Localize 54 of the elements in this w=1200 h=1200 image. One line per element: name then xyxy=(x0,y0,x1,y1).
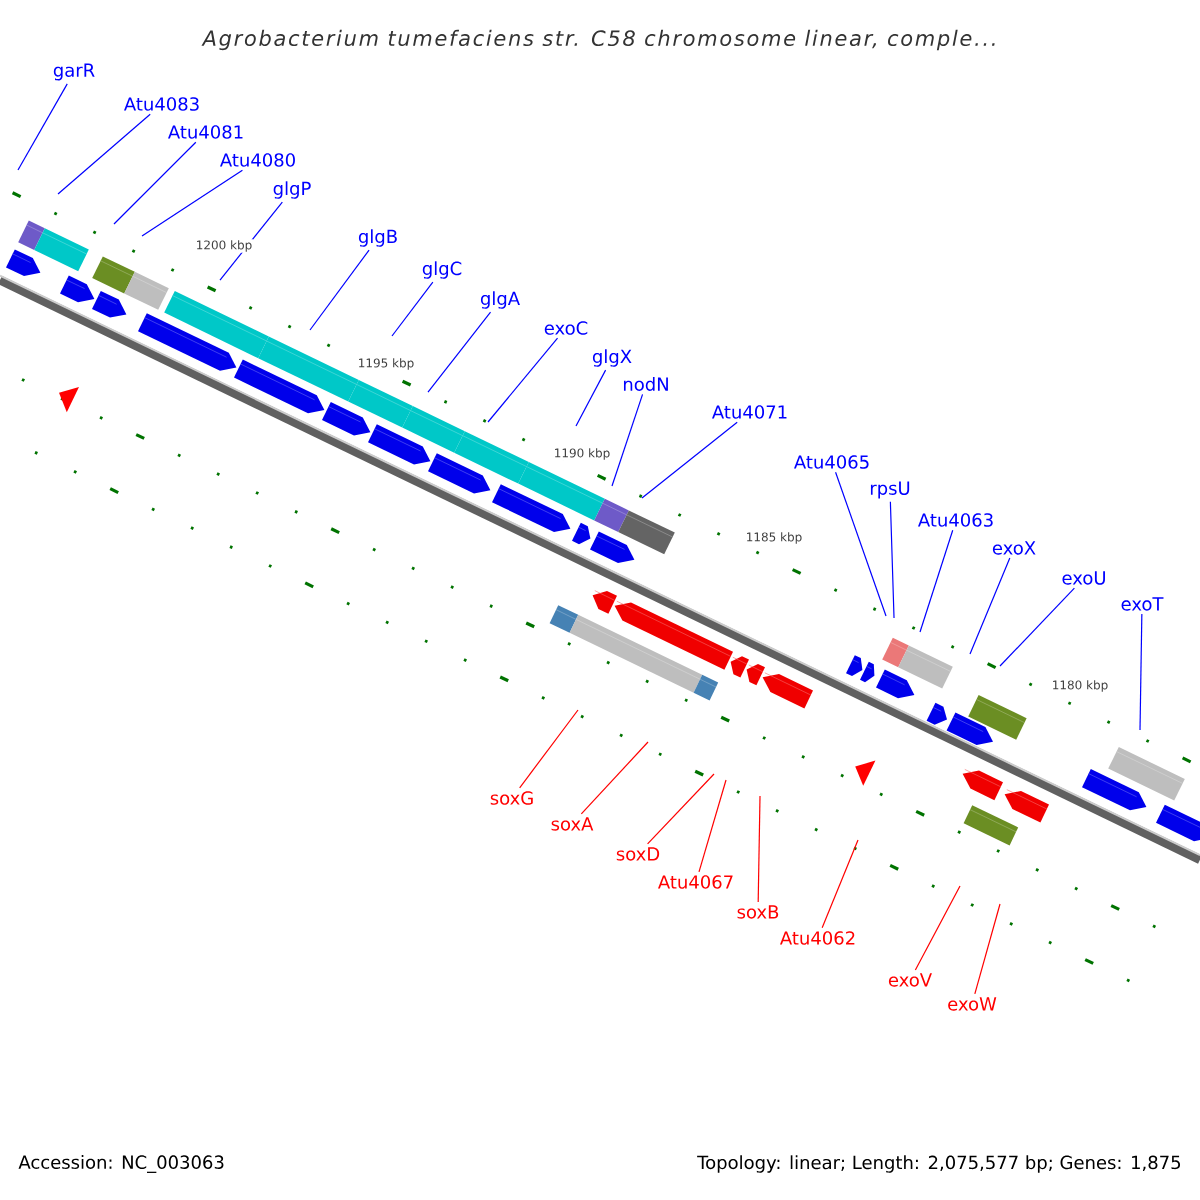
gene-label: glgP xyxy=(273,181,311,199)
gene-label: soxG xyxy=(490,791,533,805)
gene-label: exoC xyxy=(544,321,588,335)
gene-label: exoW xyxy=(948,997,997,1011)
leader-line xyxy=(698,779,727,873)
gene-label: soxB xyxy=(737,905,779,919)
leader-line xyxy=(391,281,434,337)
gene-label: exoT xyxy=(1121,597,1164,611)
leader-line xyxy=(919,529,954,633)
title: Agrobacterium tumefaciens str. C58 chromosome linear, comple... xyxy=(201,29,995,51)
leader-line xyxy=(974,903,1001,995)
leader-line xyxy=(580,741,649,815)
leader-line xyxy=(969,557,1011,655)
leader-line xyxy=(641,421,738,499)
gene-label: Atu4063 xyxy=(918,513,993,527)
leader-line xyxy=(113,141,197,225)
leader-line xyxy=(611,393,644,487)
gene-label: Atu4062 xyxy=(780,931,855,945)
gene-label: Atu4065 xyxy=(794,455,869,469)
gene-label: glgA xyxy=(480,291,520,309)
gene-label: exoU xyxy=(1062,571,1105,585)
leader-line xyxy=(889,501,895,619)
gene-label: Atu4083 xyxy=(124,97,199,111)
gene-label: soxD xyxy=(616,847,660,861)
leader-line xyxy=(57,113,151,195)
leader-line xyxy=(647,773,715,845)
footer-text: Accession: NC_003063 xyxy=(18,1155,224,1173)
gene-label: Atu4081 xyxy=(168,125,243,139)
leader-line xyxy=(1139,613,1143,731)
leader-line xyxy=(757,795,761,903)
leader-line xyxy=(914,885,961,971)
gene-label: Atu4080 xyxy=(220,153,295,167)
gene-label: exoV xyxy=(888,973,932,987)
gene-label: soxA xyxy=(551,817,594,831)
leader-line xyxy=(999,587,1075,667)
gene-label: Atu4067 xyxy=(658,875,733,889)
gene-label: rpsU xyxy=(870,481,910,499)
gene-label: glgX xyxy=(592,349,632,367)
leader-line xyxy=(141,169,244,237)
leader-line xyxy=(17,83,68,171)
gene-label: nodN xyxy=(624,377,668,391)
gene-label: garR xyxy=(53,63,95,81)
leader-line xyxy=(309,249,370,331)
leader-line xyxy=(519,709,579,789)
leader-line xyxy=(487,337,559,423)
leader-line xyxy=(821,839,859,929)
leader-line xyxy=(427,311,492,393)
footer-text: Topology: linear; Length: 2,075,577 bp; Genes: 1,875 xyxy=(697,1155,1181,1173)
gene-label: Atu4071 xyxy=(712,405,787,419)
gene-label: exoX xyxy=(992,541,1036,555)
gene-label: glgB xyxy=(358,229,397,247)
leader-line xyxy=(575,369,607,427)
gene-label: glgC xyxy=(422,261,462,279)
leader-line xyxy=(835,471,887,617)
